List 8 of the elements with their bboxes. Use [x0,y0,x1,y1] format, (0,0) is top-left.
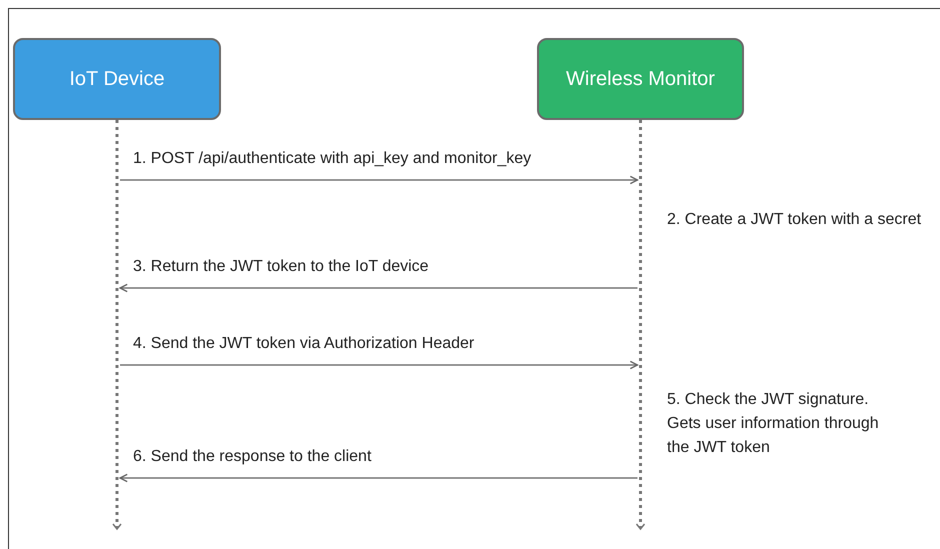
step-note: 5. Check the JWT signature. Gets user information through the JWT token [667,390,880,458]
participant-box: IoT Device [13,38,221,120]
message-arrow [120,176,638,184]
message-arrow [119,474,638,482]
step-note: 2. Create a JWT token with a secret [667,210,922,230]
message-arrow [119,284,638,292]
message-arrow [120,360,638,370]
participant-box: Wireless Monitor [537,38,744,120]
